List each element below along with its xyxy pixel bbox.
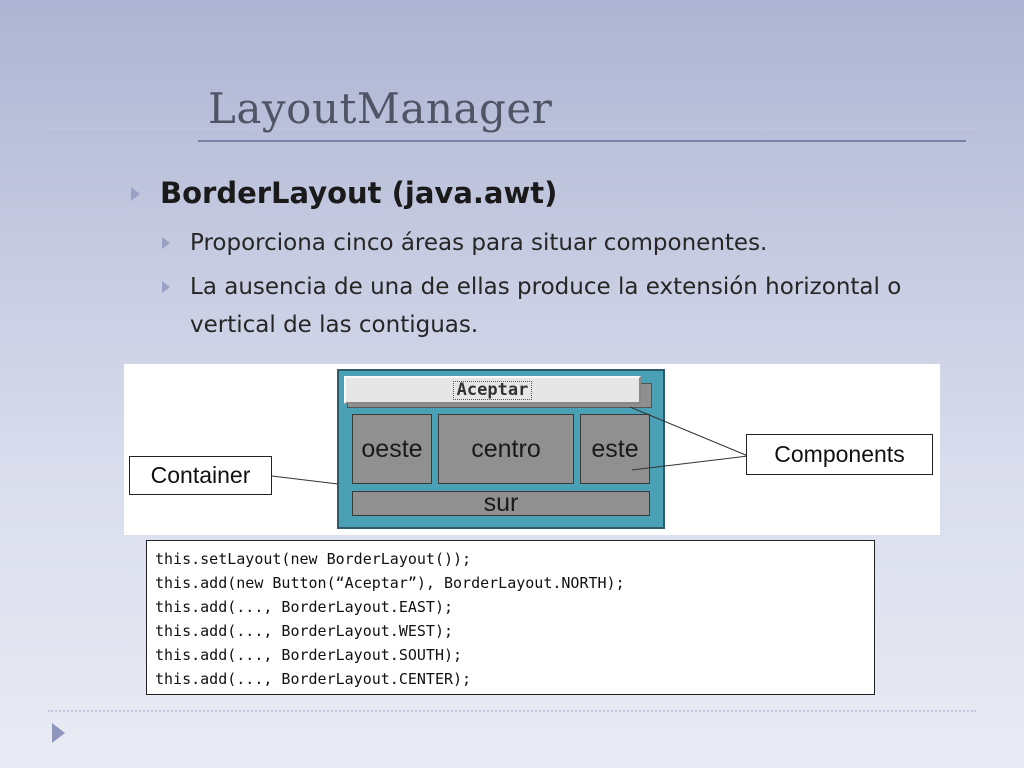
section-heading: BorderLayout (java.awt) xyxy=(160,176,558,210)
container-leader-line xyxy=(271,475,339,485)
code-line: this.add(new Button(“Aceptar”), BorderLa… xyxy=(155,574,625,592)
south-region: sur xyxy=(352,489,650,517)
bullet-text-2: La ausencia de una de ellas produce la e… xyxy=(190,274,902,338)
code-line: this.add(..., BorderLayout.CENTER); xyxy=(155,670,472,688)
north-button-label: Aceptar xyxy=(452,381,533,400)
north-aceptar-button[interactable]: Aceptar xyxy=(344,376,641,404)
container-callout: Container xyxy=(129,456,272,495)
triangle-bullet-icon xyxy=(131,187,140,201)
code-line: this.setLayout(new BorderLayout()); xyxy=(155,550,472,568)
callout-lines xyxy=(271,406,749,485)
east-region: este xyxy=(580,414,650,484)
next-slide-arrow-icon[interactable] xyxy=(52,723,65,743)
bottom-dotted-divider xyxy=(48,710,976,712)
components-leader-line-east xyxy=(631,455,749,471)
code-line: this.add(..., BorderLayout.SOUTH); xyxy=(155,646,463,664)
triangle-bullet-icon xyxy=(162,281,170,293)
code-line: this.add(..., BorderLayout.WEST); xyxy=(155,622,454,640)
center-region: centro xyxy=(438,414,574,484)
title-underline xyxy=(198,140,966,142)
triangle-bullet-icon xyxy=(162,237,170,249)
components-callout: Components xyxy=(746,434,933,475)
borderlayout-diagram: Aceptar oeste centro este sur Container … xyxy=(124,364,940,535)
code-block: this.setLayout(new BorderLayout()); this… xyxy=(146,540,875,695)
components-leader-line-north xyxy=(629,406,749,457)
bullet-text-1: Proporciona cinco áreas para situar comp… xyxy=(190,230,768,256)
slide-title: LayoutManager xyxy=(208,84,553,133)
top-dotted-divider xyxy=(48,128,976,130)
west-region: oeste xyxy=(352,414,432,484)
code-line: this.add(..., BorderLayout.EAST); xyxy=(155,598,454,616)
